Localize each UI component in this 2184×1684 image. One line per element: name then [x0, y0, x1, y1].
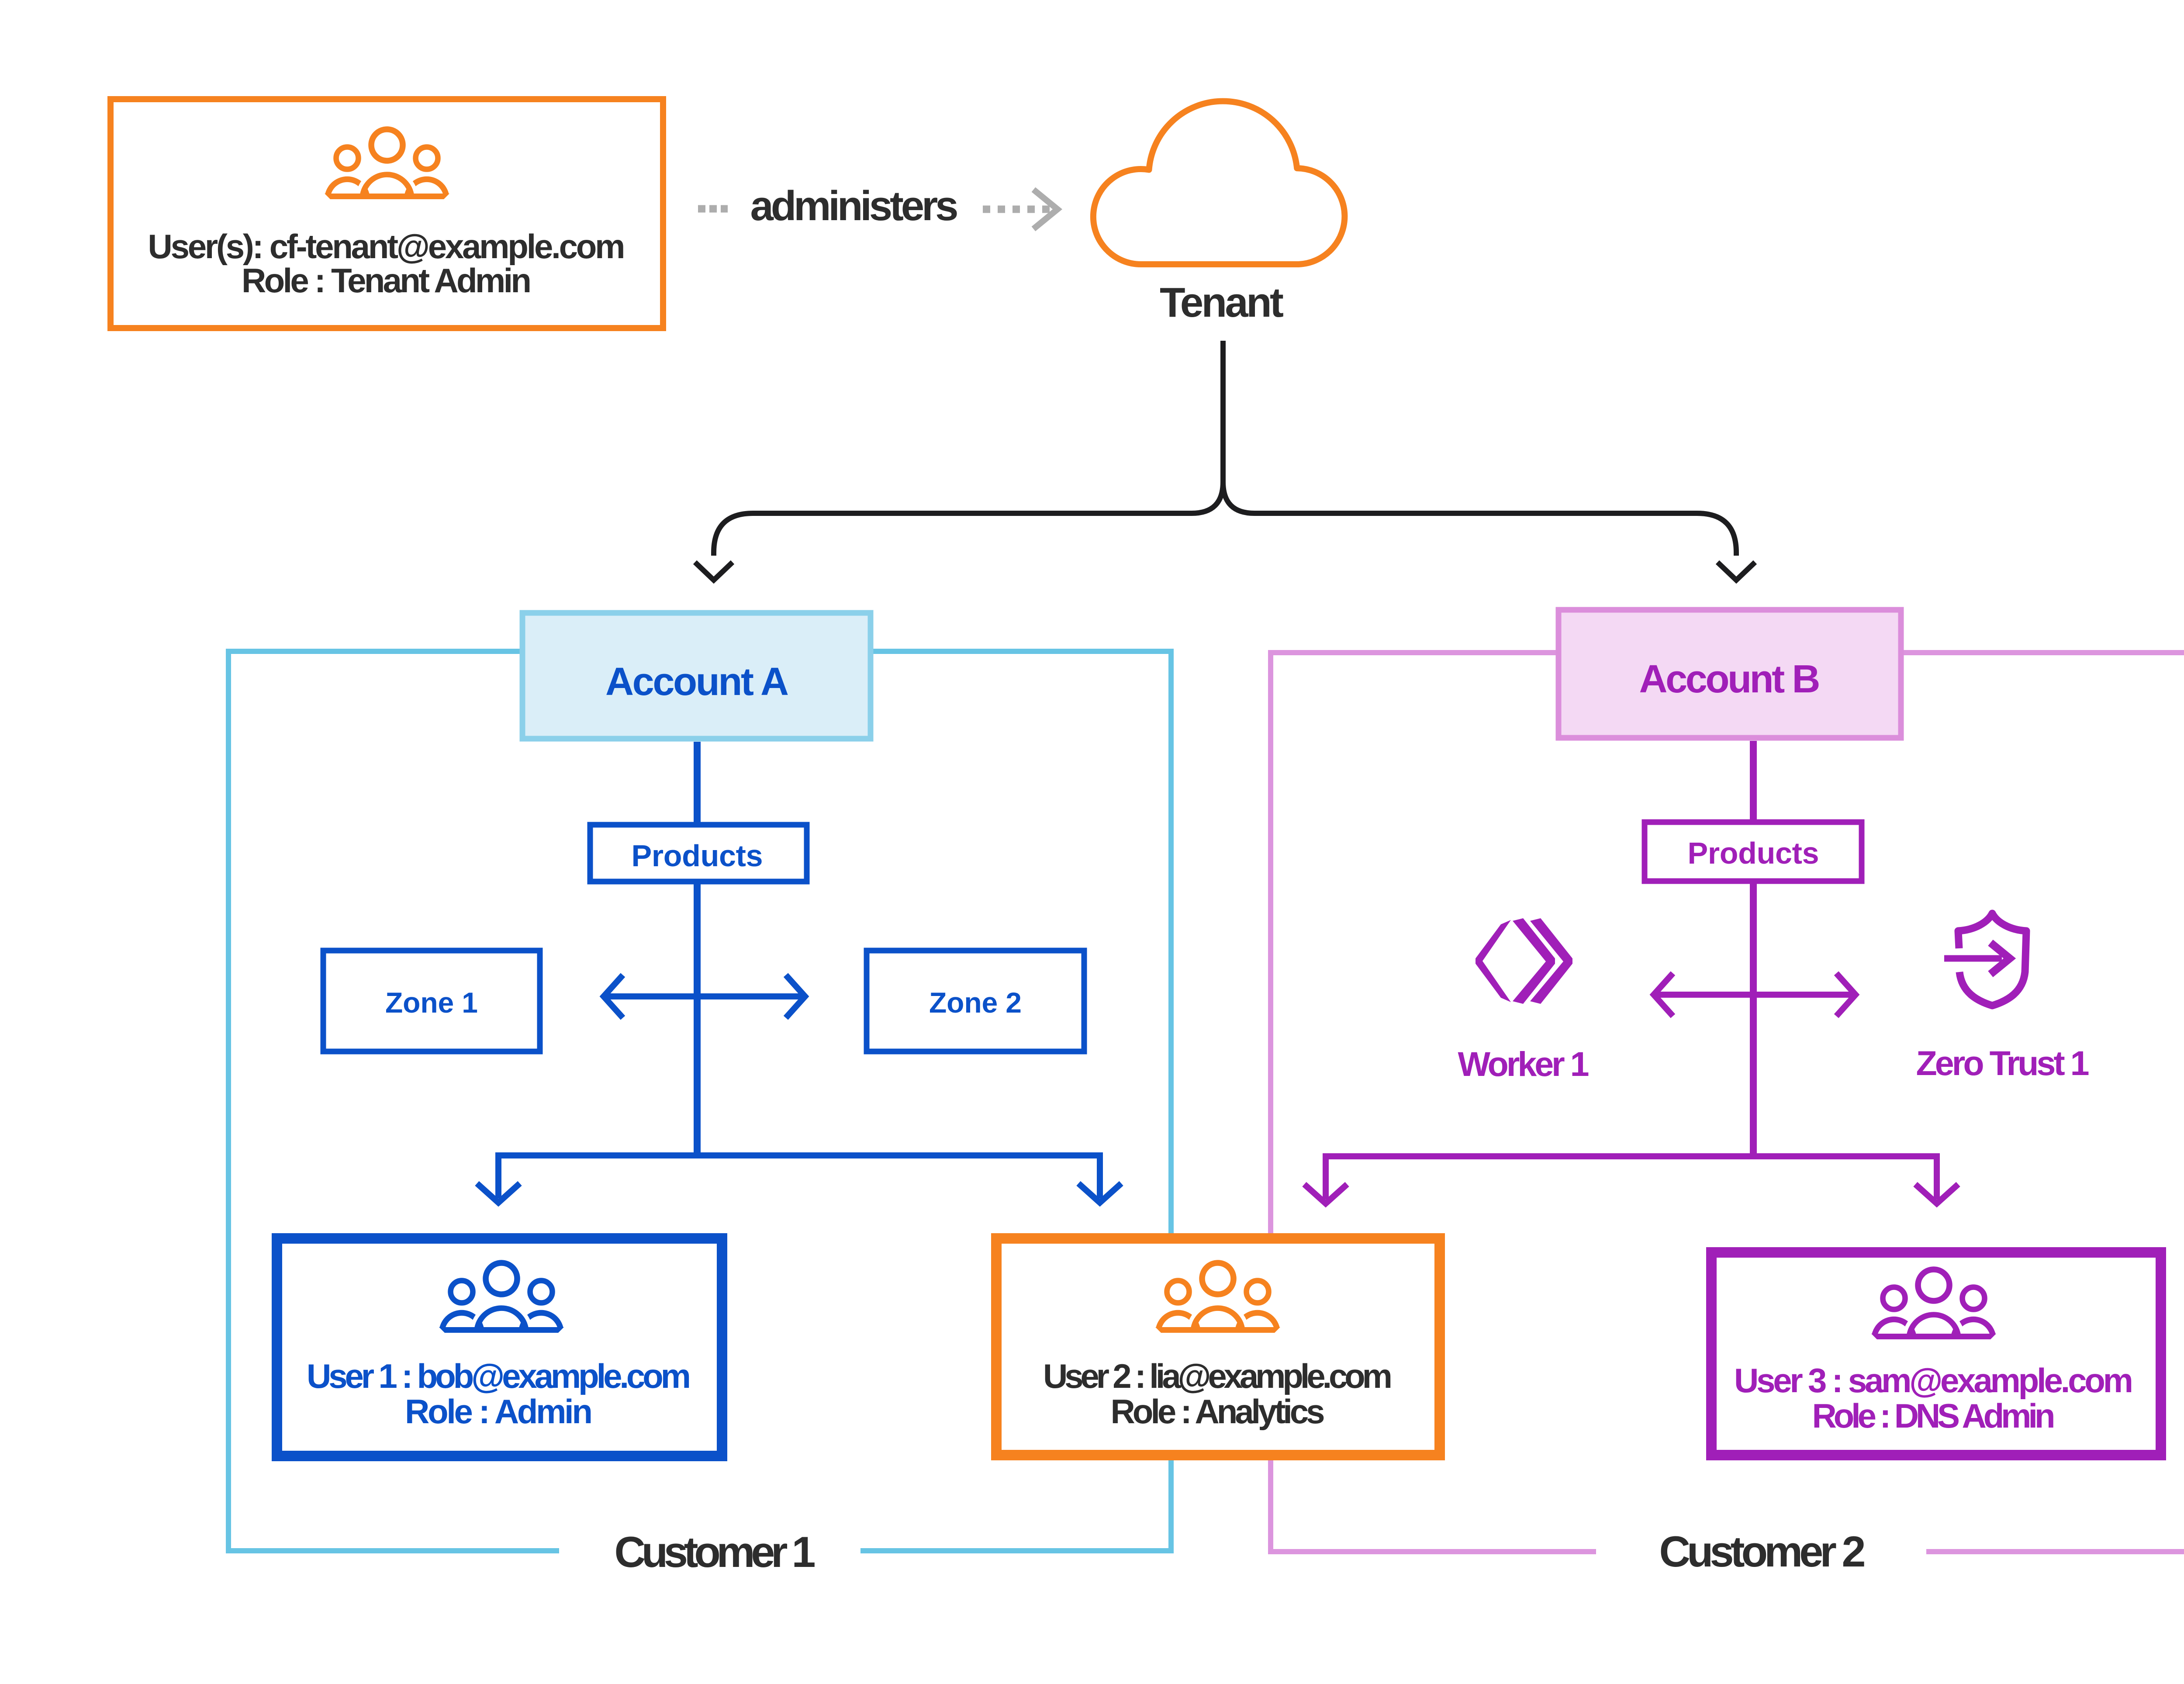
- svg-text:Account A: Account A: [605, 660, 789, 704]
- svg-text:User 1 : bob@example.com: User 1 : bob@example.com: [307, 1357, 691, 1395]
- svg-text:administers: administers: [750, 183, 959, 229]
- svg-text:User(s): cf-tenant@example.com: User(s): cf-tenant@example.com: [148, 227, 625, 266]
- svg-text:Role : DNS Admin: Role : DNS Admin: [1812, 1397, 2056, 1435]
- svg-text:Role : Admin: Role : Admin: [405, 1392, 593, 1431]
- svg-text:User 3 : sam@example.com: User 3 : sam@example.com: [1734, 1361, 2133, 1400]
- svg-text:Worker 1: Worker 1: [1458, 1044, 1590, 1083]
- svg-text:Products: Products: [632, 839, 763, 873]
- svg-text:Products: Products: [1688, 836, 1819, 870]
- svg-text:Zone 1: Zone 1: [385, 986, 478, 1019]
- svg-text:Zero Trust 1: Zero Trust 1: [1916, 1044, 2090, 1082]
- svg-text:Tenant: Tenant: [1160, 279, 1284, 326]
- svg-text:Account B: Account B: [1639, 657, 1821, 701]
- svg-text:Role : Tenant Admin: Role : Tenant Admin: [242, 261, 532, 300]
- svg-text:Role : Analytics: Role : Analytics: [1111, 1392, 1325, 1431]
- svg-text:User 2 : lia@example.com: User 2 : lia@example.com: [1043, 1357, 1393, 1395]
- svg-text:Customer 2: Customer 2: [1659, 1527, 1866, 1576]
- svg-text:Customer 1: Customer 1: [615, 1528, 816, 1576]
- svg-text:Zone 2: Zone 2: [929, 986, 1022, 1019]
